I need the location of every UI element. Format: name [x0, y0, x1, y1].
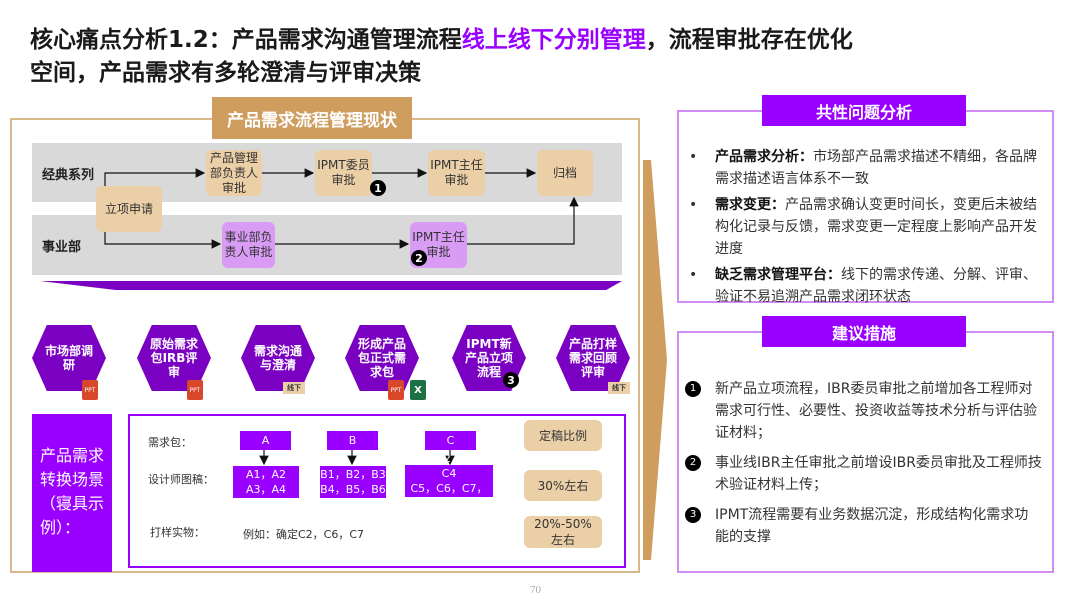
sample-example: 例如：确定C2，C6，C7: [243, 528, 365, 541]
ppt-file-icon: PPT: [187, 380, 203, 400]
ppt-file-icon: PPT: [82, 380, 98, 400]
issue-item: • 产品需求分析：市场部产品需求描述不精细，各品牌需求描述语言体系不一致: [681, 146, 1042, 190]
number-badge: 1: [685, 381, 701, 397]
suggestion-text: IPMT流程需要有业务数据沉淀，形成结构化需求功能的支撑: [715, 507, 1029, 545]
package-a: A: [240, 431, 291, 450]
issue-title: 产品需求分析：: [715, 149, 813, 165]
draft-line: B1，B2，B3: [320, 468, 386, 481]
draft-line: A1，A2: [245, 468, 287, 481]
ppt-file-icon: PPT: [388, 380, 404, 400]
offline-tag: 线下: [608, 382, 630, 394]
draft-line: B4，B5，B6: [320, 483, 386, 496]
badge-1: 1: [370, 180, 386, 196]
package-arrows: [259, 450, 455, 466]
row-label-sample: 打样实物：: [150, 526, 205, 539]
suggestion-text: 事业线IBR主任审批之前增设IBR委员审批及工程师技术验证材料上传；: [715, 455, 1042, 493]
ratio-sample: 20%-50%左右: [524, 516, 602, 548]
draft-line: A3，A4: [245, 483, 287, 496]
ratio-draft: 30%左右: [524, 470, 602, 501]
page-number: 70: [530, 584, 541, 596]
suggestion-item: 3 IPMT流程需要有业务数据沉淀，形成结构化需求功能的支撑: [681, 504, 1042, 548]
package-b: B: [327, 431, 378, 450]
oa-banner-title: OA中主要流程节点: [360, 294, 490, 312]
package-c: C: [425, 431, 476, 450]
bullet: •: [689, 197, 698, 213]
issue-text: 市场部产品需求描述不精细，各品牌需求描述语言体系不一致: [715, 149, 1037, 187]
flow-arrows: [40, 168, 622, 290]
badge-2: 2: [411, 250, 427, 266]
number-badge: 3: [685, 507, 701, 523]
lane-label-division: 事业部: [42, 240, 82, 255]
lane-label-classic: 经典系列: [42, 168, 95, 183]
badge-3: 3: [503, 372, 519, 388]
row-label-draft: 设计师图稿：: [148, 473, 214, 486]
title-highlight: 线上线下分别管理: [461, 27, 646, 53]
oa-banner: [40, 281, 622, 290]
current-status-header: 产品需求流程管理现状: [212, 97, 412, 139]
scene-label: 产品需求转换场景（寝具示例）：: [32, 414, 112, 572]
title-text: 核心痛点分析1.2：产品需求沟通管理流程: [30, 27, 462, 53]
issue-item: • 缺乏需求管理平台：线下的需求传递、分解、评审、验证不易追溯产品需求闭环状态: [681, 264, 1042, 308]
bullet: •: [689, 267, 698, 283]
issue-title: 需求变更：: [715, 197, 785, 213]
issue-title: 缺乏需求管理平台：: [715, 267, 841, 283]
issues-panel: • 产品需求分析：市场部产品需求描述不精细，各品牌需求描述语言体系不一致 • 需求变…: [677, 110, 1054, 305]
number-badge: 2: [685, 455, 701, 471]
step-division-1: 事业部负责人审批: [222, 222, 275, 268]
suggestions-panel: 1 新产品立项流程，IBR委员审批之前增加各工程师对需求可行性、必要性、投资收益等…: [677, 331, 1054, 573]
step-classic-1: 产品管理部负责人审批: [206, 150, 262, 196]
title-text: 空间，产品需求有多轮澄清与评审决策: [30, 60, 421, 86]
oa-node-6: 产品打样需求回顾评审: [556, 325, 630, 391]
step-classic-3: IPMT主任审批: [428, 150, 485, 196]
suggestion-text: 新产品立项流程，IBR委员审批之前增加各工程师对需求可行性、必要性、投资收益等技…: [715, 381, 1037, 441]
suggestions-header: 建议措施: [762, 316, 966, 347]
chevron-arrow: [643, 160, 667, 560]
step-start: 立项申请: [96, 186, 162, 232]
issue-text: 线下的需求传递、分解、评审、验证不易追溯产品需求闭环状态: [715, 267, 1037, 305]
row-label-package: 需求包：: [148, 436, 192, 449]
step-classic-4: 归档: [537, 150, 593, 196]
oa-node-3: 需求沟通与澄清: [241, 325, 315, 391]
page-title: 核心痛点分析1.2：产品需求沟通管理流程线上线下分别管理，流程审批存在优化 空间…: [30, 24, 1030, 90]
issue-text: 产品需求确认变更时间长，变更后未被结构化记录与反馈，需求变更一定程度上影响产品开…: [715, 197, 1037, 257]
issues-header: 共性问题分析: [762, 95, 966, 126]
suggestion-item: 2 事业线IBR主任审批之前增设IBR委员审批及工程师技术验证材料上传；: [681, 452, 1042, 496]
bullet: •: [689, 149, 698, 165]
ratio-header: 定稿比例: [524, 420, 602, 451]
offline-tag: 线下: [283, 382, 305, 394]
oa-node-1: 市场部调研: [32, 325, 106, 391]
step-classic-2: IPMT委员审批: [315, 150, 372, 196]
title-text: ，流程审批存在优化: [645, 27, 853, 53]
draft-line: C5，C6，C7，V8: [410, 482, 488, 510]
example-box: [128, 414, 626, 568]
excel-file-icon: X: [410, 380, 426, 400]
issue-item: • 需求变更：产品需求确认变更时间长，变更后未被结构化记录与反馈，需求变更一定程度…: [681, 194, 1042, 260]
suggestion-item: 1 新产品立项流程，IBR委员审批之前增加各工程师对需求可行性、必要性、投资收益等…: [681, 378, 1042, 444]
oa-node-4: 形成产品包正式需求包: [345, 325, 419, 391]
draft-line: C1，C2，C3，C4: [410, 452, 488, 480]
